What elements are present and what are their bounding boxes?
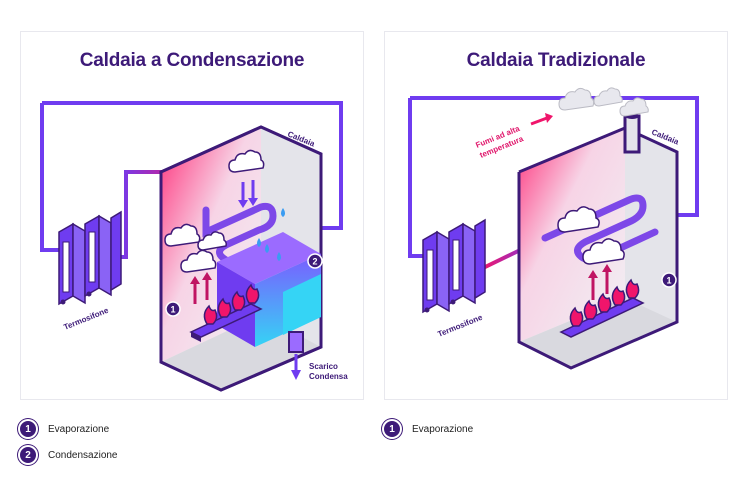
legend-item: 1 Evaporazione: [20, 420, 118, 438]
svg-text:1: 1: [170, 305, 175, 315]
badge-evaporazione: 1: [661, 272, 677, 288]
legend-text: Evaporazione: [412, 423, 474, 435]
legend-item: 2 Condensazione: [20, 446, 118, 464]
legend-item: 1 Evaporazione: [384, 420, 473, 438]
legend-number-badge: 1: [384, 421, 400, 437]
hot-air-arrows: [588, 264, 612, 300]
burner: [189, 283, 263, 342]
badge-evaporazione: 1: [165, 301, 181, 317]
traditional-boiler-diagram: Termosifone Caldaia: [408, 87, 699, 370]
termosifone-label: Termosifone: [62, 306, 110, 332]
flame-icon: [203, 283, 260, 325]
legend-number-badge: 1: [20, 421, 36, 437]
radiator: [58, 210, 122, 306]
legend-number-badge: 2: [20, 447, 36, 463]
hot-air-arrows: [190, 272, 212, 304]
panel-title: Caldaia Tradizionale: [466, 50, 646, 71]
top-pipe: [42, 101, 343, 230]
chimney: [623, 113, 641, 154]
smoke-cloud-icon: [558, 87, 649, 117]
water-drop-icon: [257, 208, 285, 261]
legend-text: Evaporazione: [48, 423, 110, 435]
scarico-label: Scarico: [309, 362, 338, 371]
return-pipe: [408, 98, 425, 258]
flame-icon: [569, 278, 640, 327]
legend-right: 1 Evaporazione: [384, 420, 473, 446]
drain-pipe: [288, 331, 304, 353]
legend-text: Condensazione: [48, 449, 118, 461]
legend-left: 1 Evaporazione 2 Condensazione: [20, 420, 118, 472]
burner: [559, 278, 645, 338]
condensation-arrows: [238, 180, 258, 208]
termosifone-label: Termosifone: [436, 313, 484, 339]
condensing-boiler-panel: Caldaia a Condensazione: [20, 31, 364, 400]
traditional-boiler-panel: Caldaia Tradizionale: [384, 31, 728, 400]
top-pipe: [410, 96, 699, 217]
condensing-boiler-diagram: Termosifone Caldaia Scarico Condensa: [40, 101, 348, 392]
fumi-arrow: [530, 113, 553, 126]
condensa-label: Condensa: [309, 372, 348, 381]
panel-title: Caldaia a Condensazione: [79, 50, 305, 71]
vapor-cloud-icon: [164, 149, 265, 273]
svg-text:1: 1: [666, 276, 671, 286]
vapor-cloud-icon: [557, 206, 625, 265]
radiator: [422, 218, 486, 314]
badge-condensazione: 2: [307, 253, 323, 269]
svg-text:2: 2: [312, 257, 317, 267]
